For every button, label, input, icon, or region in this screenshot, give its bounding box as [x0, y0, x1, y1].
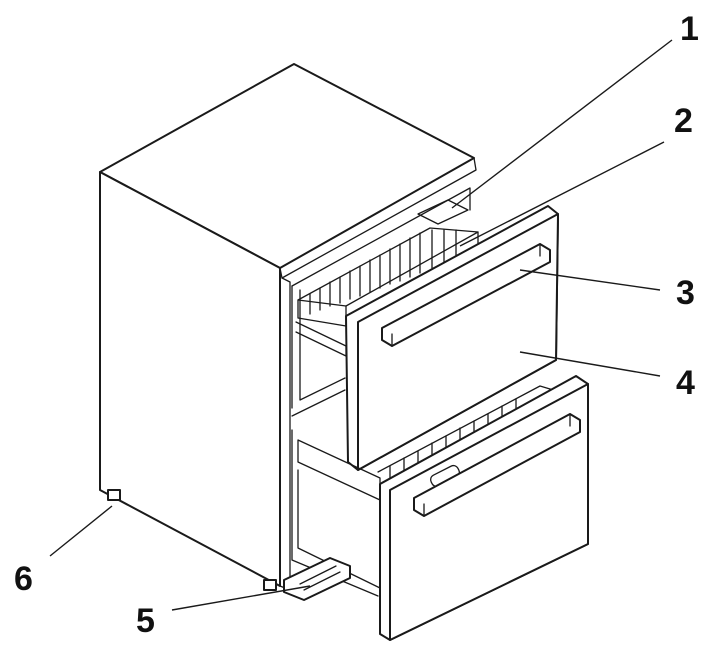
leader-1: [451, 39, 673, 209]
leader-2: [459, 141, 665, 247]
foot-front-left: [107, 489, 121, 501]
callout-2: 2: [674, 102, 693, 140]
leveling-feet: [107, 489, 277, 591]
upper-rail: [295, 321, 347, 357]
leader-lines: [49, 39, 673, 611]
basket-wires: [309, 229, 457, 315]
leader-6: [49, 505, 113, 557]
callout-6: 6: [14, 560, 33, 598]
callout-labels: 1 2 3 4 5 6: [14, 10, 699, 640]
kick-plate: [283, 557, 351, 601]
front-frame: [281, 277, 291, 591]
callout-1: 1: [680, 10, 699, 48]
foot-front-right: [263, 579, 277, 591]
callout-3: 3: [676, 274, 695, 312]
kick-plate-grille: [283, 557, 351, 601]
upper-compartment: [291, 187, 471, 409]
leader-4: [519, 351, 661, 377]
leader-5: [171, 585, 311, 611]
lower-drawer: [379, 375, 589, 641]
cabinet: [99, 63, 477, 591]
upper-drawer: [345, 205, 559, 471]
basket-handle: [417, 199, 469, 225]
leader-3: [519, 269, 661, 291]
callout-5: 5: [136, 602, 155, 640]
callout-4: 4: [676, 364, 695, 402]
